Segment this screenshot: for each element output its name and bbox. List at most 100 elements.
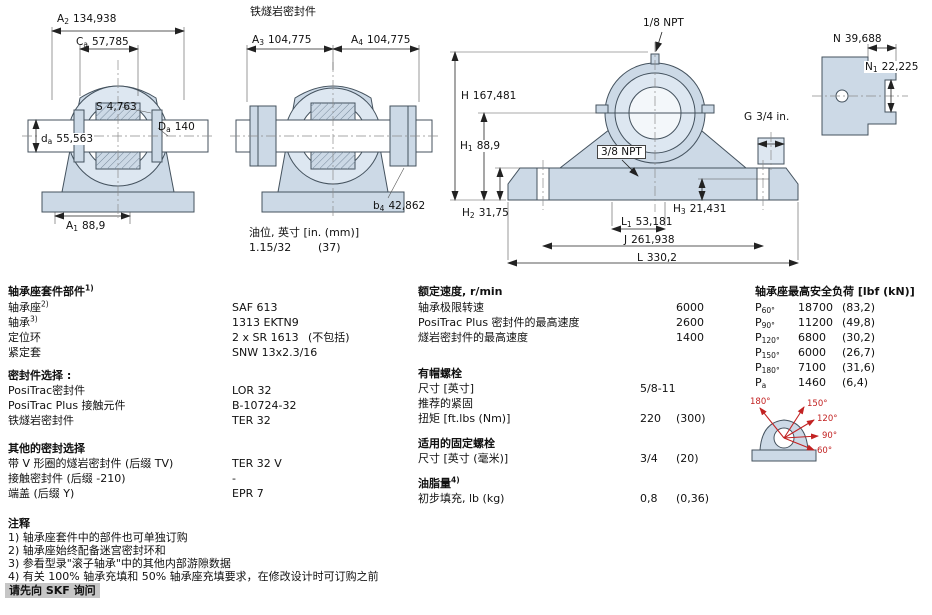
grease-v2: (0,36) [676, 492, 710, 505]
load-row-lbf: 6000 [798, 346, 826, 359]
attach-bolts-title: 适用的固定螺栓 [418, 437, 495, 450]
speed-row-label: PosiTrac Plus 密封件的最高速度 [418, 316, 580, 329]
seal-row-label: 铁燧岩密封件 [8, 414, 74, 427]
load-row-label: P180° [755, 361, 780, 375]
other-seal-row-label: 接触密封件 (后缀 -210) [8, 472, 126, 485]
other-seal-row-value: - [232, 472, 236, 485]
base [507, 167, 799, 201]
cap-bolt-size-value: 5/8-11 [640, 382, 676, 395]
load-row-kn: (83,2) [842, 301, 876, 314]
load-row-kn: (26,7) [842, 346, 876, 359]
front-section-drawing [22, 27, 214, 224]
load-row-kn: (30,2) [842, 331, 876, 344]
grease-v1: 0,8 [640, 492, 658, 505]
kit-row-label: 紧定套 [8, 346, 41, 359]
kit-row-label: 轴承3) [8, 314, 38, 329]
kit-row-value: SAF 613 [232, 301, 278, 314]
cap-bolt-rec-label: 推荐的紧固 [418, 397, 473, 410]
cap-bolts-title: 有帽螺栓 [418, 367, 462, 380]
seal-options-title: 密封件选择 : [8, 369, 72, 382]
seal-row-value: LOR 32 [232, 384, 272, 397]
load-row-label: Pa [755, 376, 767, 390]
load-row-lbf: 6800 [798, 331, 826, 344]
note-item: 2) 轴承座始终配备迷宫密封环和 [8, 544, 166, 557]
load-row-label: P150° [755, 346, 780, 360]
angle-label: 90° [822, 431, 838, 441]
note-item: 1) 轴承座套件中的部件也可单独订购 [8, 531, 188, 544]
speed-row-value: 2600 [676, 316, 704, 329]
oil-level-in: 1.15/32 [249, 241, 292, 254]
seal-row-label: PosiTrac Plus 接触元件 [8, 399, 126, 412]
load-row-label: P60° [755, 301, 775, 315]
other-seals-title: 其他的密封选择 [8, 442, 85, 455]
end-profile-drawing [812, 44, 908, 136]
cap-bolt-size-label: 尺寸 [英寸] [418, 382, 475, 395]
loads-title: 轴承座最高安全负荷 [lbf (kN)] [755, 285, 915, 298]
cap-bolt-torque-v2: (300) [676, 412, 706, 425]
cap-bolt-right [701, 104, 715, 114]
oil-level-label: 油位, 英寸 [in. (mm)] [249, 226, 360, 239]
angle-label: 120° [817, 414, 838, 424]
speeds-title: 额定速度, r/min [418, 285, 503, 298]
other-seal-row-label: 端盖 (后缀 Y) [8, 487, 75, 500]
speed-row-label: 燧岩密封件的最高速度 [418, 331, 528, 344]
kit-row-value: 1313 EKTN9 [232, 316, 299, 329]
angle-label: 60° [817, 446, 833, 456]
angle-label: 180° [750, 397, 771, 407]
speed-row-value: 6000 [676, 301, 704, 314]
speed-row-label: 轴承极限转速 [418, 301, 484, 314]
load-row-lbf: 7100 [798, 361, 826, 374]
angle-label: 150° [807, 399, 828, 409]
cap-bolt-left [595, 104, 609, 114]
seal-row-value: TER 32 [232, 414, 271, 427]
technical-drawings [22, 27, 908, 267]
other-seal-row-value: TER 32 V [232, 457, 282, 470]
kit-row-label: 定位环 [8, 331, 41, 344]
kit-row-label: 轴承座2) [8, 299, 49, 314]
note-item: 3) 参看型录"滚子轴承"中的其他内部游隙数据 [8, 557, 231, 570]
load-direction-glyph [751, 406, 819, 462]
cap-bolt-torque-label: 扭矩 [ft.lbs (Nm)] [418, 412, 511, 425]
speed-row-value: 1400 [676, 331, 704, 344]
seal-row-label: PosiTrac密封件 [8, 384, 86, 397]
oil-level-mm: (37) [318, 241, 341, 254]
load-row-lbf: 1460 [798, 376, 826, 389]
npt-drain-label: 3/8 NPT [597, 145, 646, 159]
attach-bolt-size-label: 尺寸 [英寸 (毫米)] [418, 452, 509, 465]
kit-row-value: 2 x SR 1613 [232, 331, 299, 344]
attach-bolt-v1: 3/4 [640, 452, 658, 465]
grease-title: 油脂量4) [418, 475, 460, 490]
load-row-kn: (6,4) [842, 376, 869, 389]
other-seal-row-value: EPR 7 [232, 487, 264, 500]
load-row-kn: (49,8) [842, 316, 876, 329]
load-row-label: P90° [755, 316, 775, 330]
kit-title: 轴承座套件部件1) [8, 283, 94, 298]
note-item: 4) 有关 100% 轴承充填和 50% 轴承座充填要求，在修改设计时可订购之前 [8, 570, 379, 583]
attach-bolt-v2: (20) [676, 452, 699, 465]
taconite-section-drawing [230, 45, 438, 218]
load-row-lbf: 18700 [798, 301, 833, 314]
grease-fill-label: 初步填充, lb (kg) [418, 492, 505, 505]
load-row-lbf: 11200 [798, 316, 833, 329]
consult-skf-link[interactable]: 请先向 SKF 询问 [5, 583, 100, 598]
load-row-label: P120° [755, 331, 780, 345]
kit-row-value: SNW 13x2.3/16 [232, 346, 318, 359]
